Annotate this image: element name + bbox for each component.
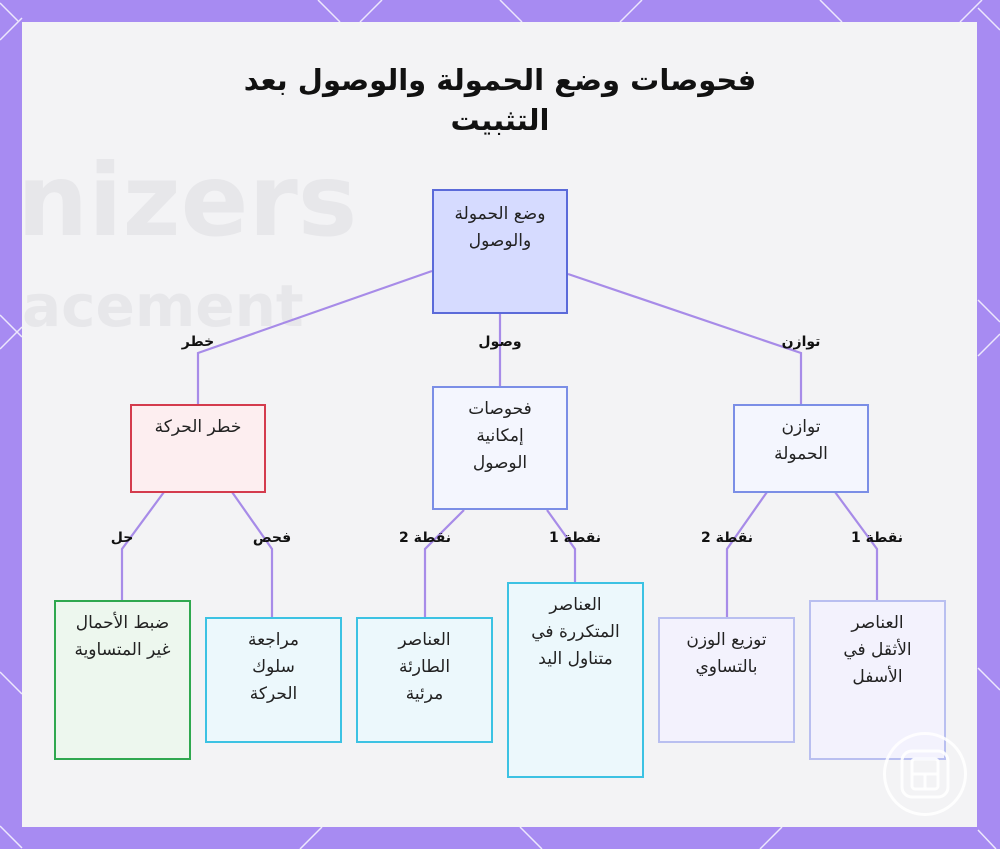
edge-label-risk: خطر bbox=[182, 334, 214, 350]
node-movement-risk[interactable]: خطر الحركة bbox=[130, 404, 266, 493]
edge-label-point-1-balance: نقطة 1 bbox=[851, 530, 903, 546]
edge-label-point-2-access: نقطة 2 bbox=[399, 530, 451, 546]
edge-label-point-1-access: نقطة 1 bbox=[549, 530, 601, 546]
node-heaviest-items-bottom-label: العناصر الأثقل في الأسفل bbox=[835, 610, 920, 691]
node-distribute-weight[interactable]: توزيع الوزن بالتساوي bbox=[658, 617, 795, 743]
node-emergency-items-visible[interactable]: العناصر الطارئة مرئية bbox=[356, 617, 493, 743]
edge-balance-heavy bbox=[835, 492, 877, 600]
node-movement-risk-label: خطر الحركة bbox=[155, 414, 242, 441]
edge-risk-review bbox=[232, 492, 272, 617]
node-root[interactable]: وضع الحمولة والوصول bbox=[432, 189, 568, 314]
edge-access-emergency bbox=[425, 510, 464, 617]
node-review-movement[interactable]: مراجعة سلوك الحركة bbox=[205, 617, 342, 743]
node-load-balance-label: توازن الحمولة bbox=[763, 414, 839, 468]
edge-label-solution: حل bbox=[111, 530, 134, 546]
node-secure-uneven-loads-label: ضبط الأحمال غير المتساوية bbox=[62, 610, 183, 664]
edge-label-check: فحص bbox=[253, 530, 291, 546]
node-review-movement-label: مراجعة سلوك الحركة bbox=[231, 627, 316, 708]
edge-access-frequent bbox=[547, 510, 575, 582]
node-root-label: وضع الحمولة والوصول bbox=[448, 201, 552, 255]
edge-label-balance: توازن bbox=[782, 334, 821, 350]
edge-root-risk bbox=[198, 271, 432, 404]
edge-risk-secure bbox=[122, 492, 164, 600]
grid-logo-icon-glyph bbox=[899, 748, 951, 800]
grid-logo-icon bbox=[883, 732, 967, 816]
edge-label-access: وصول bbox=[478, 334, 521, 350]
edge-balance-distribute bbox=[727, 492, 767, 617]
node-access-checks-label: فحوصات إمكانية الوصول bbox=[452, 396, 548, 477]
node-emergency-items-visible-label: العناصر الطارئة مرئية bbox=[382, 627, 467, 708]
edge-root-balance bbox=[568, 274, 801, 404]
node-load-balance[interactable]: توازن الحمولة bbox=[733, 404, 869, 493]
node-frequent-items-reachable-label: العناصر المتكررة في متناول اليد bbox=[519, 592, 632, 673]
edge-label-point-2-balance: نقطة 2 bbox=[701, 530, 753, 546]
node-frequent-items-reachable[interactable]: العناصر المتكررة في متناول اليد bbox=[507, 582, 644, 778]
node-secure-uneven-loads[interactable]: ضبط الأحمال غير المتساوية bbox=[54, 600, 191, 760]
node-distribute-weight-label: توزيع الوزن بالتساوي bbox=[680, 627, 773, 681]
node-access-checks[interactable]: فحوصات إمكانية الوصول bbox=[432, 386, 568, 510]
